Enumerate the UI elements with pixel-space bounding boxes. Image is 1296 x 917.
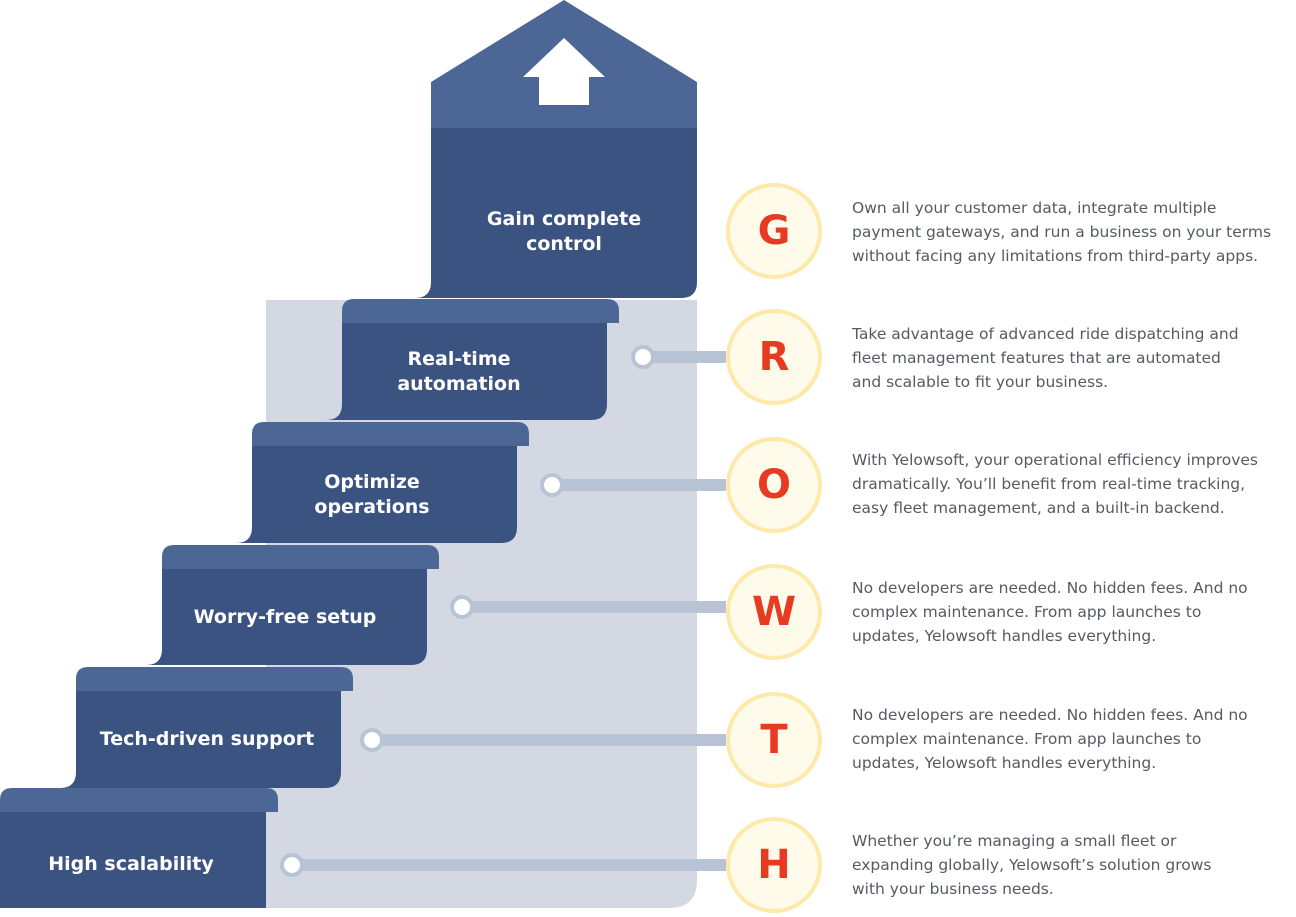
connector-dot-h — [280, 853, 304, 877]
step-optimize-operations — [236, 422, 529, 543]
growth-letter: W — [751, 589, 797, 635]
connector-dot-r — [631, 345, 655, 369]
step-label-tech-driven-support: Tech-driven support — [99, 728, 315, 750]
connector-dot-w — [450, 595, 474, 619]
step-label-gain-complete-control: Gain complete control — [486, 208, 642, 255]
step-label-optimize-operations: Optimize operations — [314, 470, 430, 518]
growth-description-g: Own all your customer data, integrate mu… — [852, 199, 1272, 265]
growth-letter: T — [760, 717, 788, 763]
step-label-worry-free-setup: Worry-free setup — [193, 605, 377, 628]
growth-letter-circle-w: W — [726, 564, 822, 660]
step-label-high-scalability: High scalability — [48, 853, 214, 875]
growth-letter-circle-t: T — [726, 692, 822, 788]
step-worry-free-setup — [146, 545, 439, 665]
step-real-time-automation — [326, 299, 619, 420]
growth-letter-circle-r: R — [726, 309, 822, 405]
growth-description-t: No developers are needed. No hidden fees… — [852, 706, 1248, 772]
growth-description-o: With Yelowsoft, your operational efficie… — [852, 451, 1259, 517]
growth-letter-circle-h: H — [726, 817, 822, 913]
up-arrow-icon — [523, 38, 605, 105]
step-label-real-time-automation: Real-time automation — [397, 347, 521, 395]
growth-letter: G — [757, 208, 791, 254]
growth-letter-circle-g: G — [726, 183, 822, 279]
step-tech-driven-support — [60, 667, 353, 788]
growth-description-h: Whether you’re managing a small fleet or… — [852, 832, 1212, 898]
connectors — [280, 345, 726, 877]
growth-description-r: Take advantage of advanced ride dispatch… — [852, 325, 1239, 391]
growth-letter: O — [756, 462, 791, 508]
connector-dot-o — [540, 473, 564, 497]
growth-description-w: No developers are needed. No hidden fees… — [852, 579, 1248, 645]
connector-dot-t — [360, 728, 384, 752]
step-high-scalability — [0, 788, 278, 908]
growth-letter-circle-o: O — [726, 437, 822, 533]
growth-letter: H — [757, 842, 791, 888]
growth-letter: R — [758, 334, 790, 380]
